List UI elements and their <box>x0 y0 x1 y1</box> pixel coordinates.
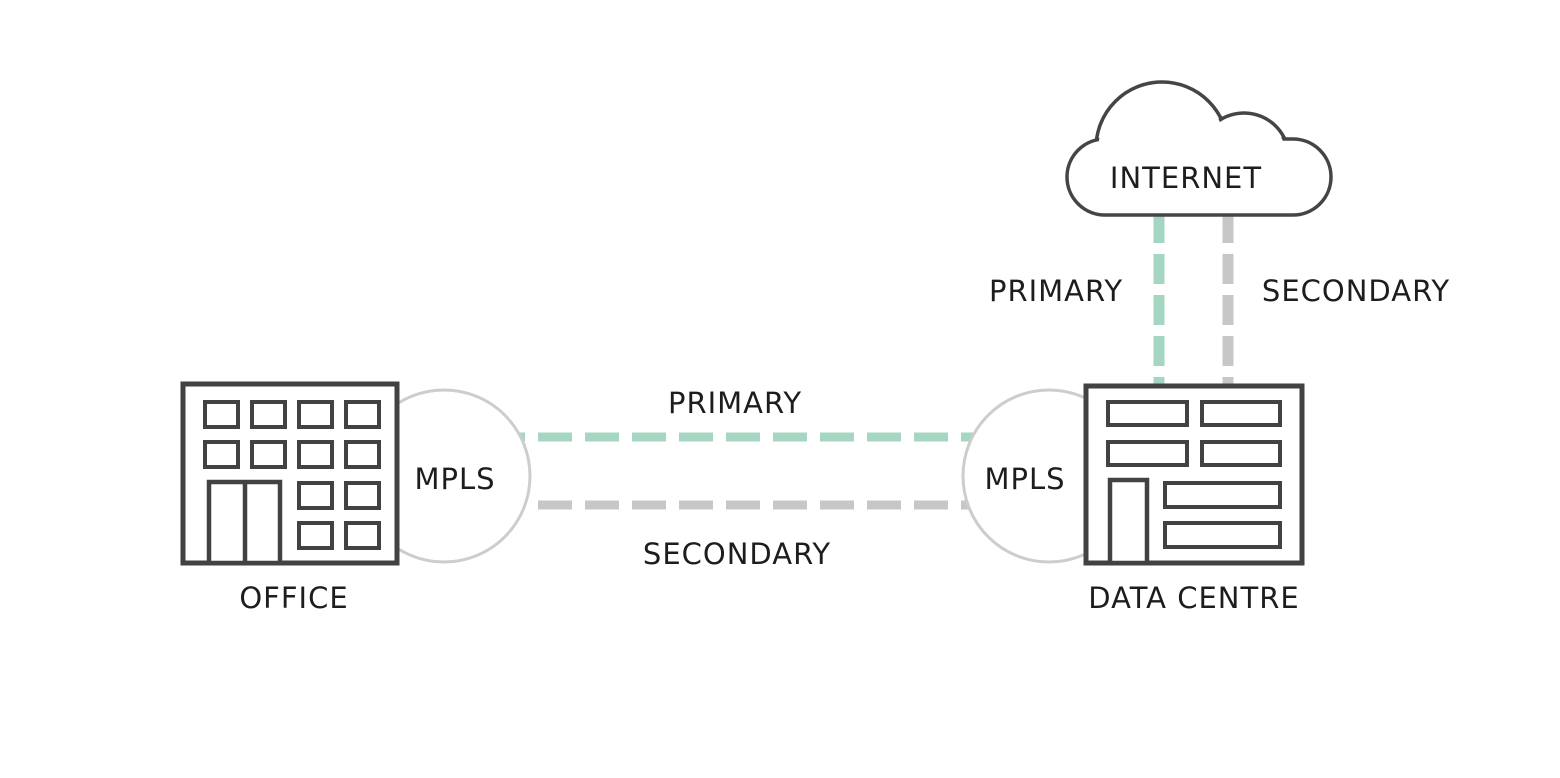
data-centre-window <box>1106 400 1189 427</box>
office-window <box>344 521 381 550</box>
internet-label: INTERNET <box>1110 161 1262 195</box>
internet-cloud-icon <box>1065 80 1333 217</box>
office-window <box>250 440 287 469</box>
office-window <box>203 400 240 429</box>
office-window <box>297 440 334 469</box>
data-centre-window <box>1163 521 1282 549</box>
data-centre-building-icon <box>1083 383 1305 566</box>
office-label: OFFICE <box>239 581 348 615</box>
internet-secondary-label: SECONDARY <box>1262 274 1450 308</box>
data-centre-window <box>1200 440 1282 467</box>
office-dc-secondary-label: SECONDARY <box>643 537 831 571</box>
data-centre-window <box>1163 481 1282 509</box>
office-window <box>297 481 334 510</box>
office-window <box>344 400 381 429</box>
cloud-fill <box>1069 141 1329 213</box>
mpls-right-label: MPLS <box>984 462 1065 496</box>
data-centre-window <box>1200 400 1282 427</box>
internet-primary-label: PRIMARY <box>989 274 1123 308</box>
office-window <box>297 400 334 429</box>
data-centre-door <box>1107 477 1150 566</box>
office-building-icon <box>180 381 400 566</box>
office-window <box>297 521 334 550</box>
office-dc-primary-label: PRIMARY <box>668 386 802 420</box>
data-centre-label: DATA CENTRE <box>1088 581 1299 615</box>
office-window <box>344 481 381 510</box>
office-window <box>250 400 287 429</box>
mpls-left-label: MPLS <box>414 462 495 496</box>
office-window <box>344 440 381 469</box>
office-window <box>203 440 240 469</box>
data-centre-window <box>1106 440 1189 467</box>
